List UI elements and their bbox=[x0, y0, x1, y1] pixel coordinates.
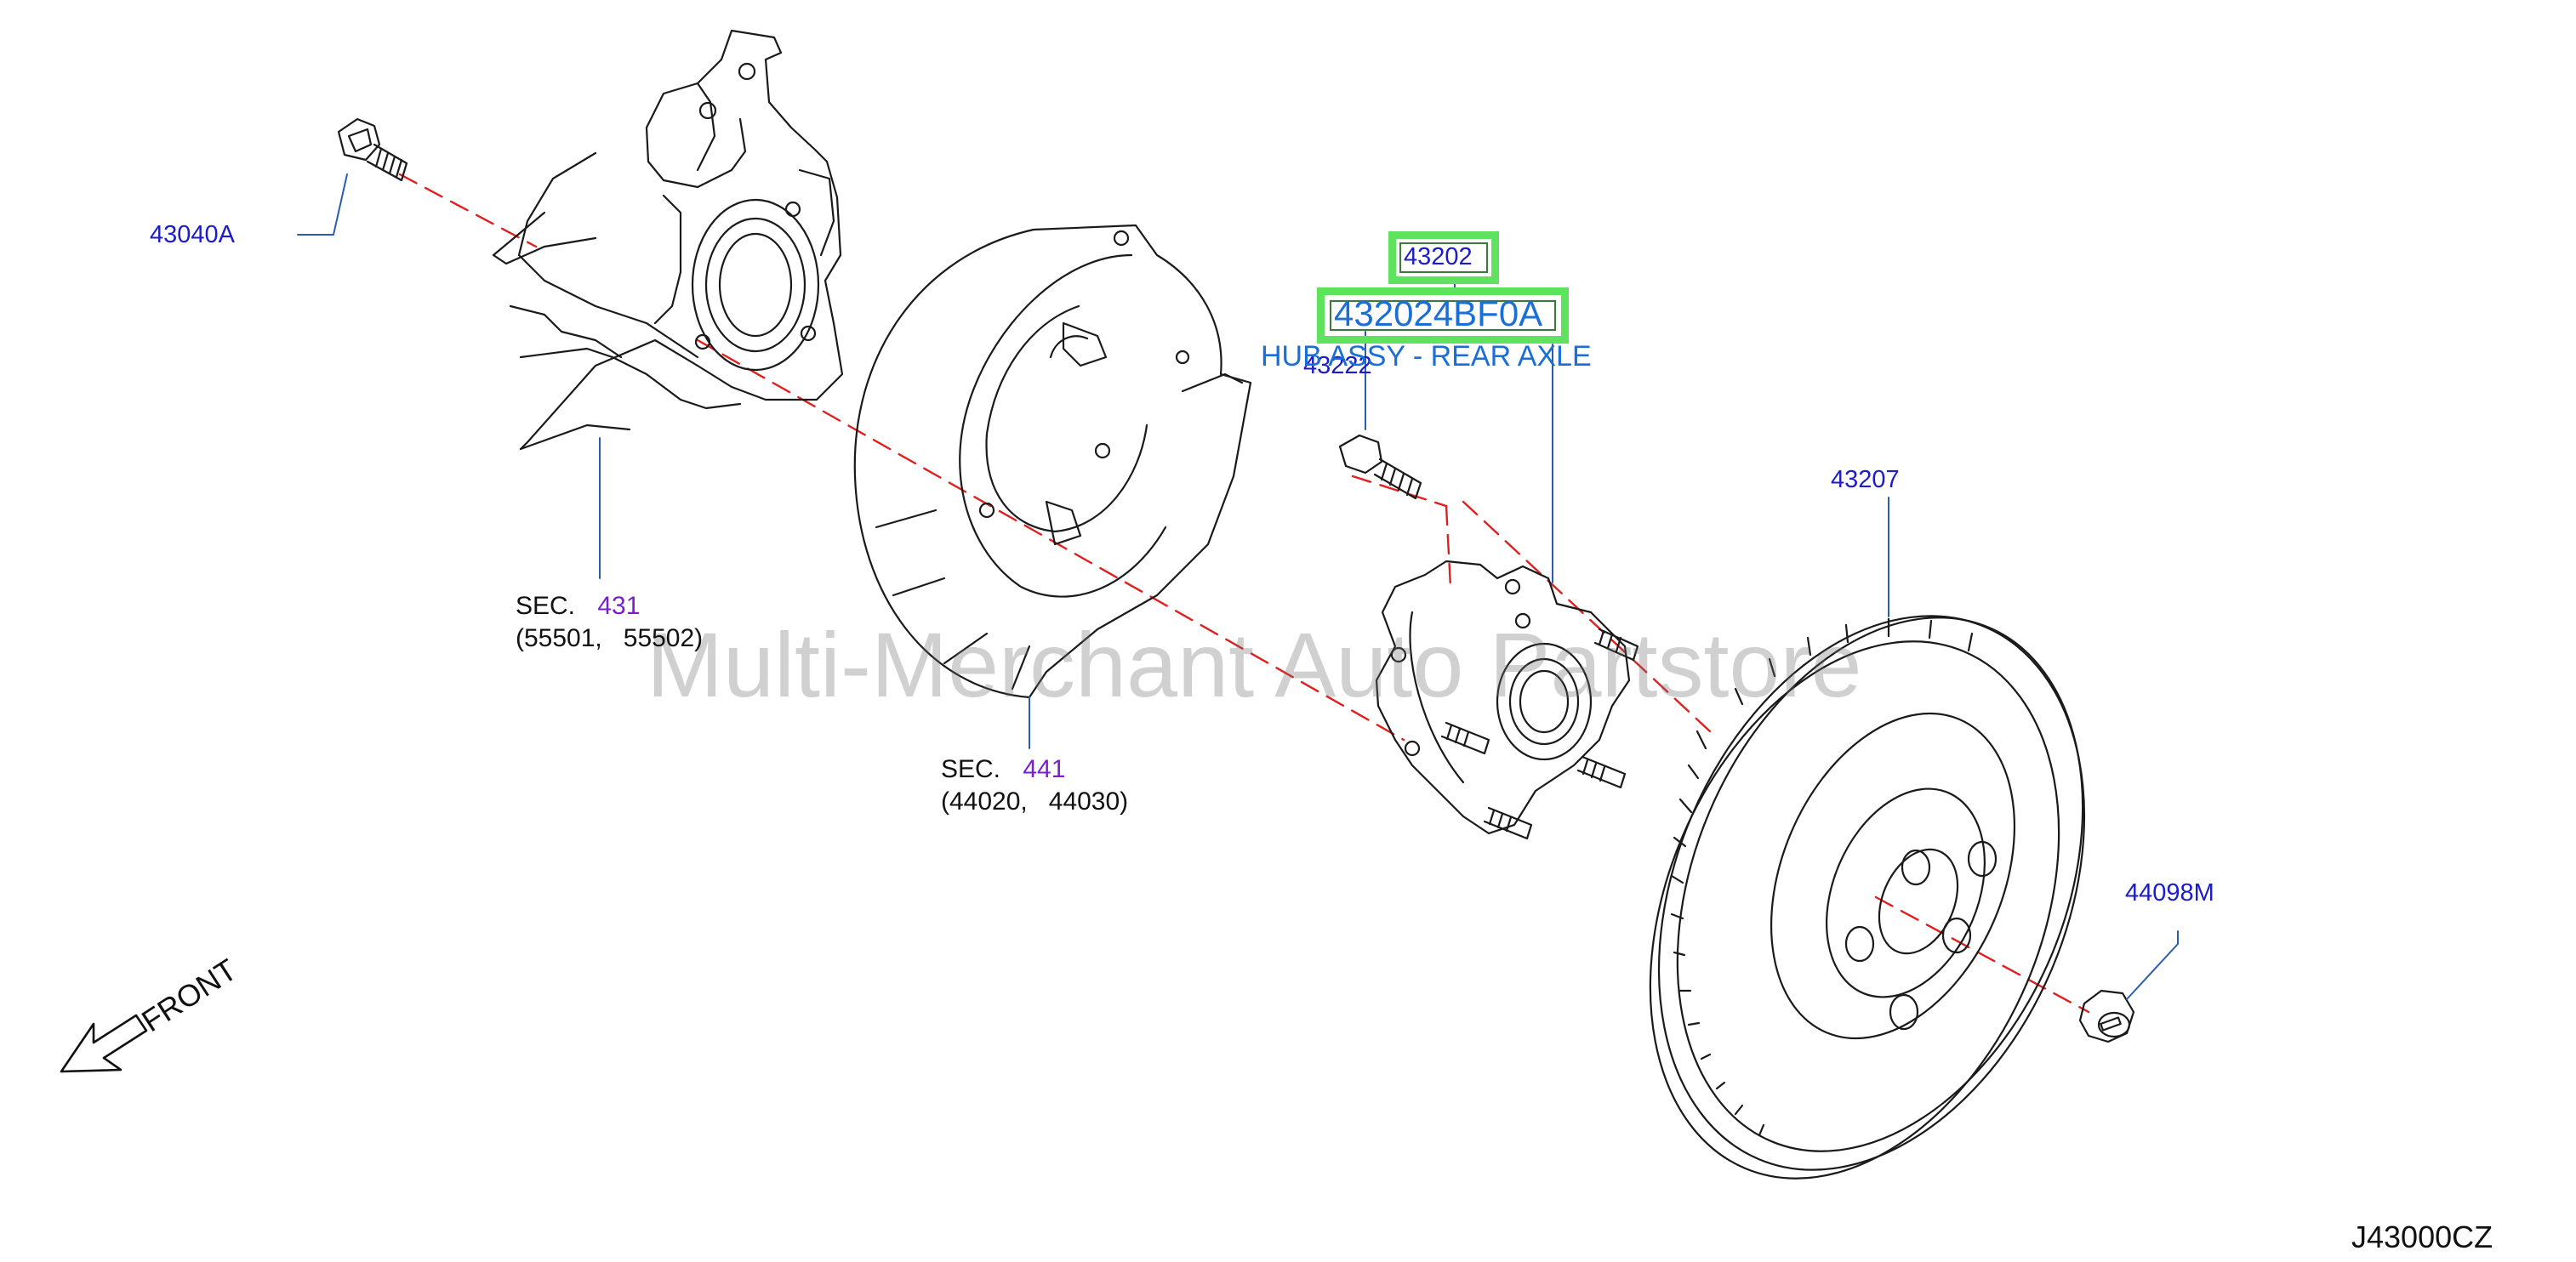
section-number[interactable]: 441 bbox=[1023, 755, 1066, 783]
selected-part-number[interactable]: 432024BF0A bbox=[1334, 293, 1543, 333]
center-line bbox=[398, 173, 2090, 1014]
hub-assembly-icon bbox=[1375, 560, 1639, 840]
part-label-43040A[interactable]: 43040A bbox=[150, 221, 235, 248]
dust-shield-icon bbox=[853, 224, 1252, 699]
part-highlight-43202[interactable] bbox=[1388, 231, 1499, 284]
part-label-44098M[interactable]: 44098M bbox=[2125, 879, 2214, 907]
section-number[interactable]: 431 bbox=[597, 592, 641, 620]
bolt-43040A-icon bbox=[337, 117, 408, 182]
section-reference-441[interactable]: SEC. 441 bbox=[941, 757, 1065, 782]
section-reference-431[interactable]: SEC. 431 bbox=[516, 594, 640, 619]
part-label-43202[interactable]: 43202 bbox=[1404, 243, 1473, 270]
brake-rotor-icon bbox=[1649, 615, 2086, 1180]
section-prefix: SEC. bbox=[516, 592, 576, 620]
section-prefix: SEC. bbox=[941, 755, 1001, 783]
knuckle-housing-icon bbox=[492, 29, 844, 451]
cap-44098M-icon bbox=[2078, 989, 2135, 1043]
selected-part-highlight[interactable] bbox=[1317, 287, 1569, 344]
part-label-43222[interactable]: 43222 bbox=[1303, 352, 1372, 379]
selected-part-description: HUB ASSY - REAR AXLE bbox=[1261, 340, 1592, 372]
watermark: Multi-Merchant Auto Partstore bbox=[647, 613, 1862, 716]
leader-lines bbox=[297, 173, 2179, 1000]
drawing-code: J43000CZ bbox=[2351, 1219, 2493, 1254]
bolt-43222-icon bbox=[1338, 434, 1422, 500]
section-refs-441: (44020, 44030) bbox=[941, 787, 1129, 816]
part-label-43207[interactable]: 43207 bbox=[1831, 466, 1900, 493]
front-arrow-icon bbox=[60, 1014, 148, 1073]
section-refs-431: (55501, 55502) bbox=[516, 624, 704, 652]
